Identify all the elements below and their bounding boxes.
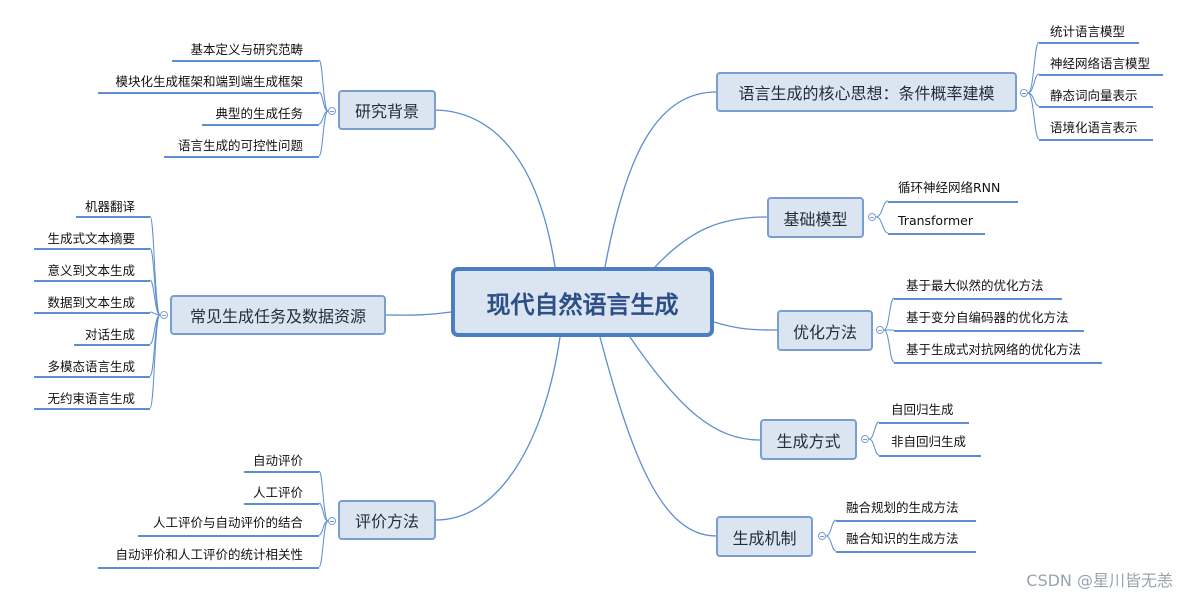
- leaf-item[interactable]: Transformer: [898, 213, 974, 228]
- leaf-link-b2-6: [149, 314, 161, 409]
- leaf-link-b8-1: [825, 535, 837, 552]
- leaf-item[interactable]: 生成式文本摘要: [47, 231, 135, 246]
- branch-generation-modes[interactable]: 生成方式: [760, 419, 857, 460]
- leaf-link-b3-3: [318, 520, 329, 568]
- branch-evaluation-methods[interactable]: 评价方法: [338, 500, 436, 540]
- leaf-item[interactable]: 融合知识的生成方法: [846, 531, 959, 546]
- leaf-item[interactable]: 语言生成的可控性问题: [177, 138, 303, 153]
- leaf-link-b2-5: [149, 314, 161, 377]
- leaf-item[interactable]: 语境化语言表示: [1050, 120, 1138, 135]
- root-link-b4: [604, 91, 717, 268]
- leaf-item[interactable]: 多模态语言生成: [47, 359, 135, 374]
- leaf-link-b2-2: [149, 279, 161, 316]
- leaf-link-b6-2: [883, 329, 895, 363]
- collapse-toggle-icon[interactable]: [868, 213, 876, 221]
- root-link-b3: [435, 336, 561, 521]
- leaf-item[interactable]: 自动评价: [252, 453, 303, 468]
- leaf-item[interactable]: 对话生成: [84, 327, 135, 342]
- leaf-item[interactable]: 基于变分自编码器的优化方法: [906, 310, 1069, 325]
- collapse-toggle-icon[interactable]: [328, 517, 336, 525]
- leaf-link-b7-0: [868, 421, 880, 440]
- root-link-b8: [599, 336, 717, 537]
- leaf-link-b1-3: [318, 110, 329, 157]
- leaf-link-b5-1: [875, 216, 889, 234]
- leaf-item[interactable]: 非自回归生成: [891, 434, 967, 449]
- branch-research-background[interactable]: 研究背景: [338, 90, 436, 130]
- leaf-item[interactable]: 基本定义与研究范畴: [190, 42, 303, 57]
- root-link-b1: [435, 109, 556, 268]
- leaf-item[interactable]: 神经网络语言模型: [1050, 56, 1151, 71]
- leaf-item[interactable]: 人工评价与自动评价的结合: [152, 515, 303, 530]
- collapse-toggle-icon[interactable]: [1020, 89, 1028, 97]
- leaf-item[interactable]: 机器翻译: [84, 199, 135, 214]
- leaf-link-b1-1: [318, 91, 329, 112]
- branch-optimization-methods[interactable]: 优化方法: [777, 310, 873, 351]
- watermark: CSDN @星川皆无恙: [1026, 571, 1173, 590]
- leaf-item[interactable]: 人工评价: [252, 485, 303, 500]
- collapse-toggle-icon[interactable]: [328, 107, 336, 115]
- leaf-link-b6-0: [883, 297, 895, 331]
- leaf-item[interactable]: 典型的生成任务: [215, 106, 303, 121]
- branch-common-tasks-and-data[interactable]: 常见生成任务及数据资源: [170, 295, 386, 335]
- leaf-item[interactable]: 模块化生成框架和端到端生成框架: [115, 74, 303, 89]
- leaf-item[interactable]: 融合规划的生成方法: [846, 500, 959, 515]
- leaf-item[interactable]: 意义到文本生成: [47, 263, 135, 278]
- branch-generation-mechanisms[interactable]: 生成机制: [716, 516, 813, 557]
- branch-foundation-models[interactable]: 基础模型: [767, 197, 864, 238]
- leaf-link-b4-1: [1027, 73, 1040, 94]
- leaf-link-b3-1: [318, 502, 329, 522]
- leaf-link-b4-0: [1027, 41, 1040, 94]
- leaf-link-b8-0: [825, 519, 837, 537]
- leaf-item[interactable]: 自回归生成: [891, 402, 954, 417]
- leaf-link-b3-0: [318, 470, 329, 522]
- leaf-link-b4-3: [1027, 92, 1040, 140]
- leaf-item[interactable]: 自动评价和人工评价的统计相关性: [115, 547, 303, 562]
- leaf-item[interactable]: 无约束语言生成: [47, 391, 135, 406]
- leaf-link-b2-1: [149, 247, 161, 316]
- root-link-b5: [654, 216, 768, 268]
- root-topic[interactable]: 现代自然语言生成: [451, 267, 714, 337]
- leaf-item[interactable]: 静态词向量表示: [1050, 88, 1138, 103]
- leaf-link-b5-0: [875, 200, 889, 218]
- collapse-toggle-icon[interactable]: [160, 311, 168, 319]
- leaf-item[interactable]: 基于生成式对抗网络的优化方法: [906, 342, 1082, 357]
- collapse-toggle-icon[interactable]: [876, 326, 884, 334]
- collapse-toggle-icon[interactable]: [861, 435, 869, 443]
- leaf-item[interactable]: 循环神经网络RNN: [898, 180, 1001, 195]
- root-link-b7: [629, 336, 761, 441]
- branch-core-idea-conditional-probability[interactable]: 语言生成的核心思想：条件概率建模: [716, 72, 1017, 112]
- leaf-link-b7-1: [868, 438, 880, 456]
- leaf-item[interactable]: 数据到文本生成: [47, 295, 135, 310]
- leaf-link-b1-0: [318, 59, 329, 112]
- root-link-b6: [713, 321, 778, 331]
- leaf-item[interactable]: 基于最大似然的优化方法: [906, 278, 1044, 293]
- root-link-b2: [385, 311, 452, 316]
- collapse-toggle-icon[interactable]: [818, 532, 826, 540]
- leaf-item[interactable]: 统计语言模型: [1050, 24, 1126, 39]
